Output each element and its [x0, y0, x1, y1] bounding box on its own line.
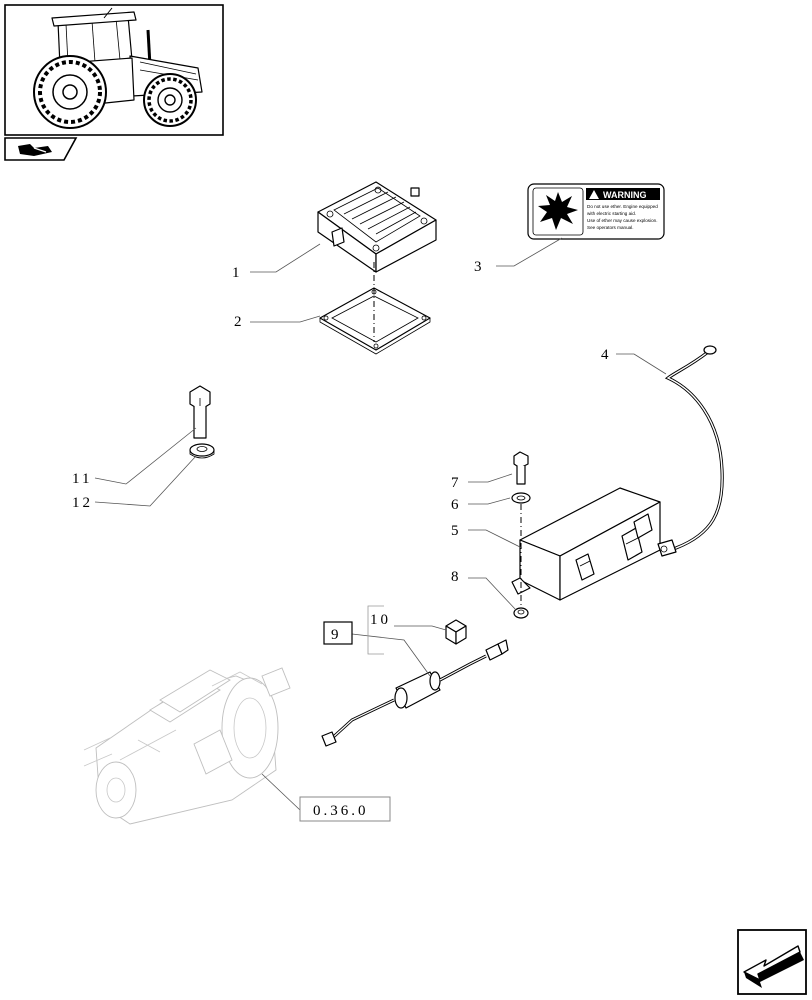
callout-4: 4: [601, 347, 612, 363]
callout-5: 5: [451, 523, 462, 539]
relay-part: [445, 619, 467, 645]
washer-8-part: [513, 607, 529, 619]
section-tab-icon[interactable]: [4, 137, 78, 161]
callout-1: 1: [232, 265, 243, 281]
callout-2: 2: [234, 314, 245, 330]
callout-11: 11: [72, 471, 92, 487]
callout-3: 3: [474, 259, 485, 275]
gasket-part: [319, 287, 431, 355]
washer-6-part: [511, 492, 531, 504]
screw-part: [189, 385, 211, 439]
decal-heading: WARNING: [603, 190, 647, 200]
callout-6: 6: [451, 497, 462, 513]
callout-12: 12: [72, 495, 93, 511]
ground-cable-part: [657, 345, 724, 557]
decal-line-3: Use of ether may cause explosion.: [587, 218, 657, 223]
tractor-thumbnail-icon[interactable]: [4, 4, 224, 136]
callout-8: 8: [451, 569, 462, 585]
control-unit-part: [317, 181, 437, 273]
decal-line-1: Do not use ether. Engine equipped: [587, 204, 658, 209]
callout-10: 10: [370, 612, 391, 628]
module-box-part: [511, 487, 661, 601]
reference-label: 0.36.0: [313, 803, 369, 819]
washer-part: [189, 443, 215, 459]
group-bracket: [367, 605, 384, 655]
callout-7: 7: [451, 475, 462, 491]
callout-9: 9: [331, 627, 342, 643]
warning-decal-part: WARNING Do not use ether. Engine equippe…: [527, 183, 665, 240]
screw-7-part: [513, 451, 529, 485]
decal-line-2: with electric starting aid.: [587, 211, 636, 216]
warning-triangle-icon: [589, 190, 599, 199]
callouts: 1 2 3 4 5 6 7 8 10 11 12: [72, 259, 612, 628]
decal-line-4: See operators manual.: [587, 225, 633, 230]
leader-lines: [94, 237, 667, 811]
fuse-harness-part: [321, 639, 509, 747]
explosion-icon: [538, 192, 578, 230]
next-page-arrow-icon[interactable]: [737, 929, 807, 995]
reference-box[interactable]: 0.36.0: [299, 796, 391, 822]
starter-motor-ghost: [83, 667, 291, 825]
callout-9-box[interactable]: 9: [323, 621, 353, 645]
